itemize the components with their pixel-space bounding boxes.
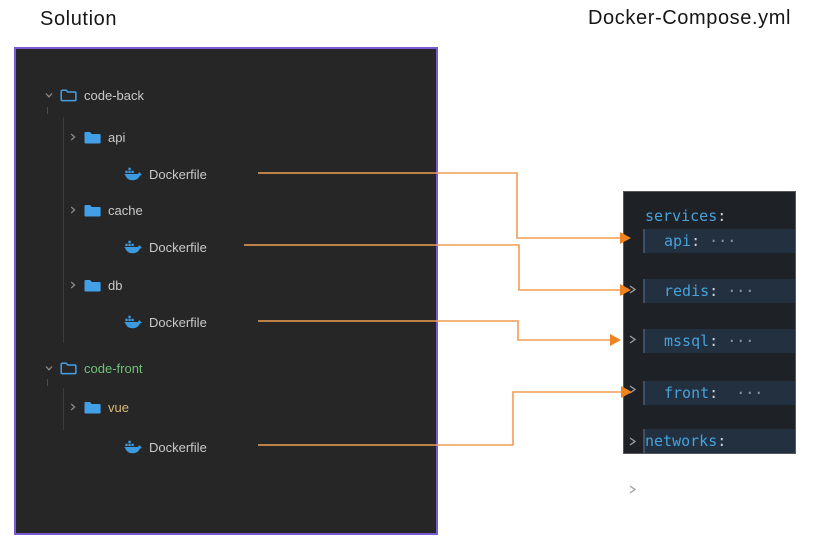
folder-icon (84, 204, 101, 217)
tree-item-label: Dockerfile (149, 166, 207, 182)
tree-item-label: vue (108, 399, 129, 415)
tree-item-label: code-front (84, 360, 143, 376)
code-line-redis[interactable] (643, 279, 795, 303)
tree-item-label: Dockerfile (149, 314, 207, 330)
arrowhead-mssql-icon (610, 334, 621, 346)
tree-item-label: api (108, 129, 126, 145)
folder-open-icon (60, 361, 77, 375)
chevron-right-icon (68, 274, 84, 296)
code-line-networks-text: networks: (624, 429, 795, 494)
tree-item-dockerfile-db[interactable]: Dockerfile (16, 311, 436, 333)
folder-icon (84, 131, 101, 144)
tree-item-cache[interactable]: cache (16, 199, 436, 221)
fold-chevron-icon[interactable] (627, 277, 639, 301)
indent-guide (47, 379, 48, 386)
tree-item-code-front[interactable]: code-front (16, 357, 436, 379)
code-line-redis-text: redis: ··· (624, 279, 795, 344)
docker-icon (124, 167, 142, 181)
tree-item-db[interactable]: db (16, 274, 436, 296)
code-line-front-text: front: ··· (624, 381, 795, 446)
yaml-key: front (664, 384, 710, 402)
chevron-down-icon (44, 84, 60, 106)
folder-icon (84, 401, 101, 414)
tree-item-label: cache (108, 202, 143, 218)
collapsed-ellipsis[interactable]: ··· (718, 384, 764, 402)
yaml-key: api (664, 232, 692, 250)
tree-item-dockerfile-api[interactable]: Dockerfile (16, 163, 436, 185)
docker-compose-title: Docker-Compose.yml (588, 7, 792, 29)
collapsed-ellipsis[interactable]: ··· (718, 332, 755, 350)
tree-item-label: Dockerfile (149, 439, 207, 455)
code-line-services[interactable]: services: (645, 207, 727, 225)
indent-guide (47, 107, 48, 114)
tree-item-dockerfile-cache[interactable]: Dockerfile (16, 236, 436, 258)
yaml-key: mssql (664, 332, 710, 350)
code-line-networks[interactable] (643, 429, 795, 453)
chevron-right-icon (68, 199, 84, 221)
docker-icon (124, 315, 142, 329)
solution-explorer-panel: code-back api Dockerfile (14, 47, 438, 535)
yaml-key: networks (645, 432, 718, 450)
code-line-api-text: api: ··· (624, 229, 795, 294)
tree-item-label: db (108, 277, 123, 293)
fold-chevron-icon[interactable] (627, 429, 639, 453)
tree-item-api[interactable]: api (16, 126, 436, 148)
fold-chevron-icon[interactable] (627, 477, 639, 501)
code-line-front[interactable] (643, 381, 795, 405)
folder-icon (84, 279, 101, 292)
docker-compose-panel: services: api: ··· redis: ··· mssql: ··· (623, 191, 796, 494)
fold-chevron-icon[interactable] (627, 327, 639, 351)
tree-item-dockerfile-front[interactable]: Dockerfile (16, 436, 436, 458)
folder-open-icon (60, 88, 77, 102)
tree-item-code-back[interactable]: code-back (16, 84, 436, 106)
code-line-api[interactable] (643, 229, 795, 253)
tree-item-label: code-back (84, 87, 144, 103)
collapsed-ellipsis[interactable]: ··· (700, 232, 737, 250)
chevron-right-icon (68, 126, 84, 148)
collapsed-ellipsis[interactable]: ··· (718, 282, 755, 300)
indent-guide (63, 388, 64, 430)
tree-item-label: Dockerfile (149, 239, 207, 255)
chevron-right-icon (68, 396, 84, 418)
docker-icon (124, 440, 142, 454)
code-line-mssql[interactable] (643, 329, 795, 353)
chevron-down-icon (44, 357, 60, 379)
tree-item-vue[interactable]: vue (16, 396, 436, 418)
indent-guide (63, 117, 64, 343)
solution-title: Solution (40, 8, 118, 30)
code-line-mssql-text: mssql: ··· (624, 329, 795, 394)
yaml-key: redis (664, 282, 710, 300)
docker-icon (124, 240, 142, 254)
yaml-key: services (645, 207, 718, 225)
